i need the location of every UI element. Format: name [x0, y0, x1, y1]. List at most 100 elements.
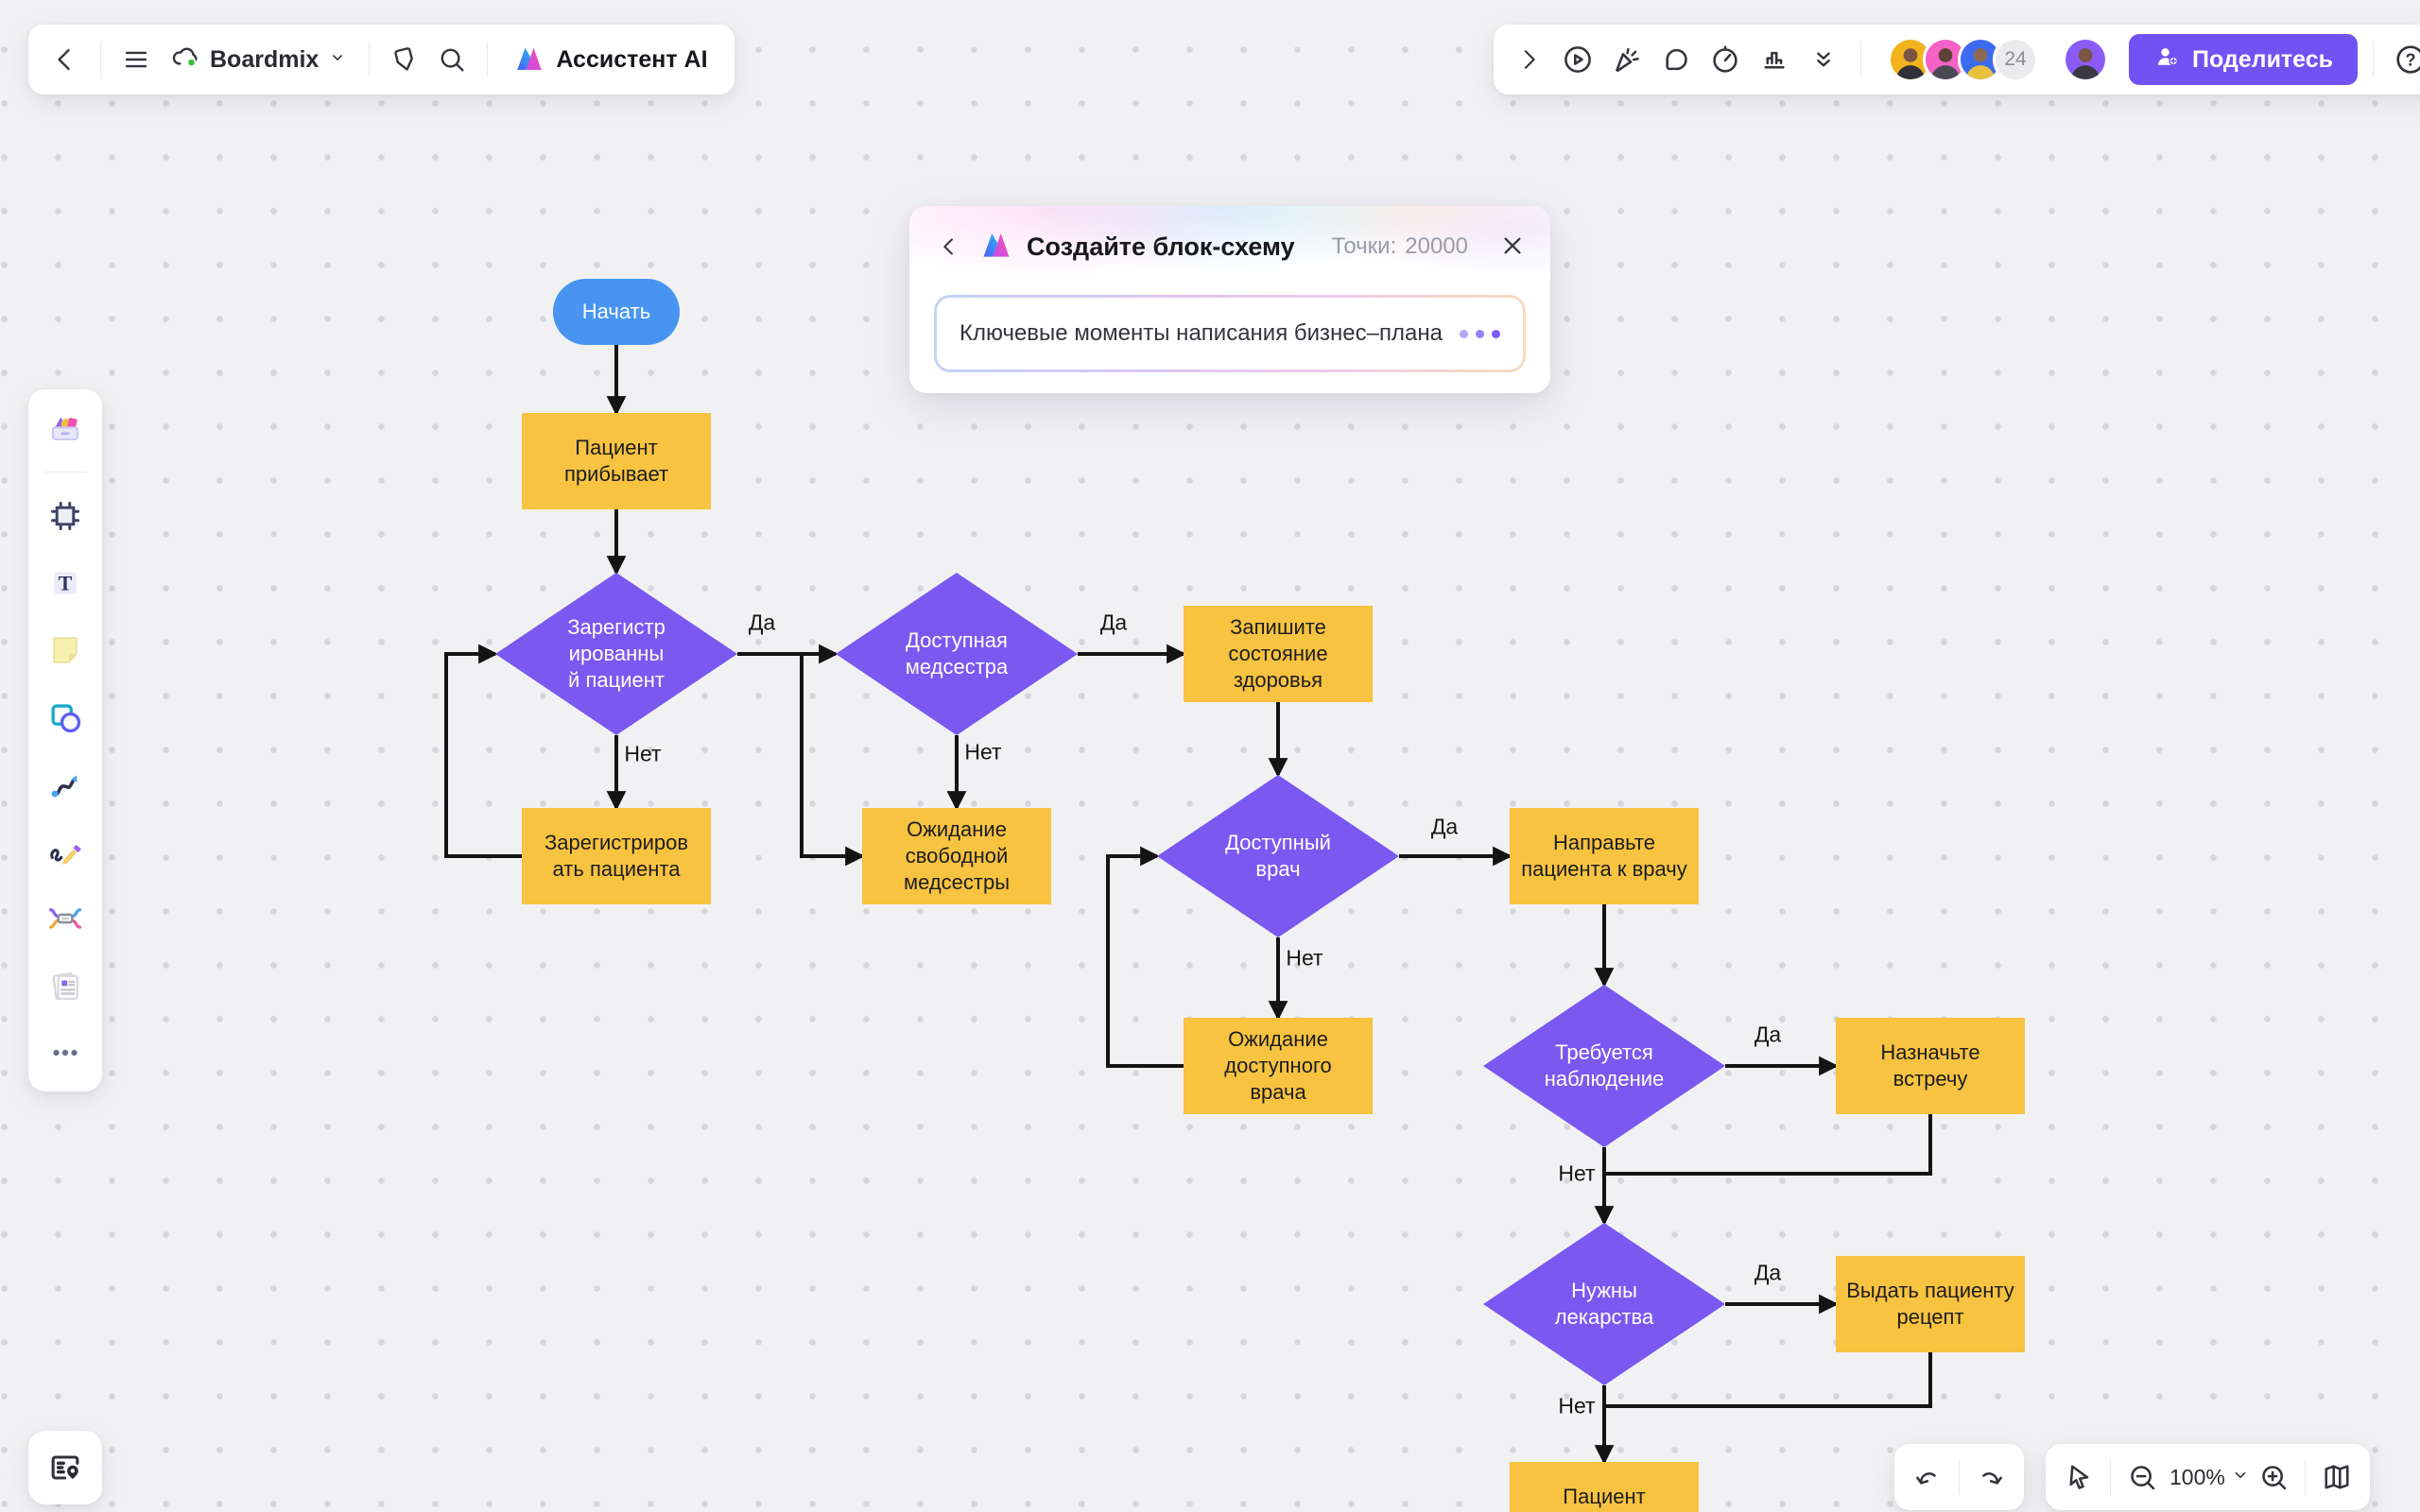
flow-node-label: Начать	[581, 300, 651, 323]
flow-node-label: врача	[1250, 1080, 1306, 1104]
flow-node-start[interactable]: Начать	[553, 279, 680, 345]
flow-node-label: Нужны	[1571, 1279, 1637, 1302]
ai-assistant-button[interactable]: Ассистент AI	[501, 42, 718, 78]
tag-icon[interactable]	[383, 38, 426, 81]
divider	[487, 42, 489, 77]
document-icon[interactable]	[42, 962, 89, 1009]
play-demo-icon[interactable]	[1556, 38, 1599, 81]
flow-node-label: Пациент	[1563, 1485, 1646, 1508]
product-name: Boardmix	[210, 45, 320, 73]
zoom-bar: 100%	[2046, 1444, 2370, 1510]
divider	[2373, 42, 2375, 77]
svg-text:T: T	[59, 572, 73, 595]
divider	[2110, 1459, 2111, 1495]
prompt-text: Ключевые моменты написания бизнес–плана	[959, 320, 1443, 346]
avatar[interactable]	[1923, 37, 1968, 82]
divider	[2304, 1459, 2306, 1495]
flow-node-label: встречу	[1893, 1067, 1968, 1091]
notes-location-button[interactable]	[28, 1431, 102, 1504]
flow-node-label: Требуется	[1555, 1040, 1653, 1064]
share-label: Поделитесь	[2192, 45, 2334, 73]
edge-label-d2-p4: Нет	[964, 739, 1002, 765]
expand-more-icon[interactable]	[1802, 38, 1845, 81]
edge-label-d5-p9: Нет	[1558, 1393, 1596, 1418]
connector-icon[interactable]	[42, 761, 89, 808]
board-title[interactable]: Boardmix	[162, 42, 355, 78]
flow-node-label: Запишите	[1230, 615, 1326, 639]
close-icon[interactable]	[1497, 231, 1528, 264]
laser-pointer-icon[interactable]	[1605, 38, 1649, 81]
zoom-out-icon[interactable]	[2120, 1455, 2164, 1499]
text-icon[interactable]: T	[42, 559, 89, 607]
flow-node-label: лекарства	[1554, 1305, 1654, 1329]
search-icon[interactable]	[430, 38, 474, 81]
map-icon[interactable]	[2315, 1455, 2359, 1499]
flow-node-label: Доступная	[906, 628, 1008, 652]
cloud-synced-icon	[169, 42, 201, 78]
flow-node-label: свободной	[905, 844, 1009, 868]
help-icon[interactable]: ?	[2389, 38, 2420, 81]
zoom-in-icon[interactable]	[2252, 1455, 2295, 1499]
flow-node-label: ать пациента	[552, 857, 681, 881]
divider	[1860, 42, 1861, 77]
mindmap-icon[interactable]	[42, 895, 89, 942]
pen-icon[interactable]	[42, 828, 89, 875]
chevron-down-icon[interactable]	[2229, 1464, 2252, 1491]
flow-node-label: доступного	[1224, 1054, 1332, 1077]
edge-label-d1-p3: Нет	[624, 741, 662, 766]
menu-icon[interactable]	[114, 38, 158, 81]
flow-node-label: Зарегистр	[567, 615, 666, 639]
shapes-icon[interactable]	[42, 694, 89, 741]
edge-label-d3-p6: Нет	[1286, 945, 1323, 971]
flow-node-label: ированны	[568, 642, 665, 665]
comment-icon[interactable]	[1654, 38, 1698, 81]
prompt-input-border: Ключевые моменты написания бизнес–плана	[934, 295, 1526, 372]
collapse-right-icon[interactable]	[1507, 38, 1550, 81]
dialog-back-icon[interactable]	[932, 230, 966, 264]
chevron-down-icon[interactable]	[327, 47, 348, 73]
prompt-input[interactable]: Ключевые моменты написания бизнес–плана	[937, 298, 1523, 369]
edge-label-d5-p8: Да	[1754, 1260, 1782, 1285]
collaborator-avatars[interactable]: 24	[1888, 37, 2038, 82]
ai-flowchart-dialog: Создайте блок-схему Точки: 20000 Ключевы…	[909, 206, 1550, 393]
flow-node-label: наблюдение	[1544, 1067, 1665, 1091]
svg-text:?: ?	[2405, 50, 2415, 69]
divider	[100, 42, 101, 77]
frame-icon[interactable]	[42, 492, 89, 540]
current-user-avatar[interactable]	[2063, 37, 2108, 82]
flow-node-label: рецепт	[1896, 1305, 1964, 1329]
dialog-header: Создайте блок-схему Точки: 20000	[909, 206, 1550, 287]
flow-node-label: Доступный	[1225, 831, 1331, 854]
present-stats-icon[interactable]	[1753, 38, 1796, 81]
points-value: 20000	[1405, 233, 1468, 259]
flow-node-label: медсестра	[905, 655, 1009, 679]
flow-edge-p7-join	[1604, 1114, 1932, 1176]
back-button[interactable]	[43, 38, 87, 81]
flow-node-p6[interactable]: Ожидание доступного врача	[1184, 1018, 1373, 1114]
flow-node-p9[interactable]: Пациентуходит	[1510, 1462, 1699, 1512]
share-button[interactable]: Поделитесь	[2129, 34, 2359, 85]
divider	[369, 42, 371, 77]
more-icon[interactable]	[42, 1029, 89, 1076]
edge-label-d4-p7: Да	[1754, 1022, 1782, 1047]
flow-edge-p3-d1	[444, 644, 522, 858]
cursor-icon[interactable]	[2057, 1455, 2100, 1499]
redo-icon[interactable]	[1969, 1455, 2013, 1499]
sticky-note-icon[interactable]	[42, 627, 89, 674]
participants-count-badge[interactable]: 24	[1993, 37, 2038, 82]
flow-node-label: Ожидание	[1228, 1027, 1328, 1051]
flow-edge-p8-join	[1604, 1352, 1932, 1408]
zoom-level[interactable]: 100%	[2169, 1464, 2225, 1489]
timer-icon[interactable]	[1703, 38, 1747, 81]
undo-icon[interactable]	[1906, 1455, 1949, 1499]
flow-node-label: Направьте	[1552, 831, 1655, 854]
points-counter: Точки: 20000	[1332, 233, 1468, 260]
resources-icon[interactable]	[42, 404, 89, 452]
